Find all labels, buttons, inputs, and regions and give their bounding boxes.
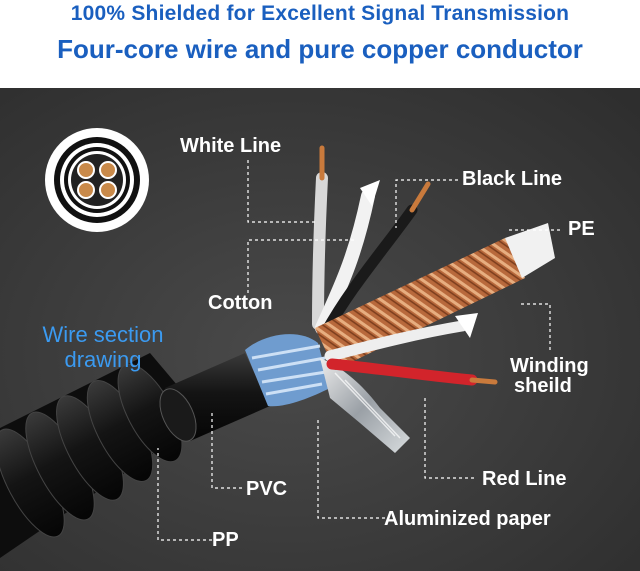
wire-section-label-line2: drawing: [64, 347, 142, 372]
label-white-line: White Line: [180, 135, 282, 157]
black-line-wire: [320, 181, 431, 338]
header: 100% Shielded for Excellent Signal Trans…: [0, 0, 640, 88]
label-pvc: PVC: [246, 478, 288, 500]
wire-section-label-line1: Wire section: [42, 322, 164, 347]
blue-foil: [245, 334, 330, 407]
headline-shielded: 100% Shielded for Excellent Signal Trans…: [70, 2, 570, 25]
label-winding-line2: sheild: [514, 375, 572, 397]
cable-graphic: [0, 88, 640, 571]
wire-section-drawing: [45, 128, 149, 232]
label-red-line: Red Line: [482, 468, 567, 490]
aluminized-paper: [320, 358, 410, 453]
label-aluminized-paper: Aluminized paper: [384, 508, 551, 530]
pvc-jacket: [159, 353, 270, 442]
cable-illustration: Wire section drawing White Line Black Li…: [0, 88, 640, 571]
label-pe: PE: [568, 218, 595, 240]
label-winding-line1: Winding: [510, 355, 589, 377]
red-line-wire: [326, 358, 498, 386]
white-line-wire: [312, 145, 328, 330]
pe-white-wire: [324, 313, 478, 362]
pp-corrugated-tube: [0, 353, 205, 558]
wire-section-label: Wire section drawing: [18, 322, 188, 372]
headline-four-core: Four-core wire and pure copper conductor: [57, 34, 583, 64]
leader-lines: [157, 160, 560, 541]
label-winding-shield: Winding sheild: [510, 356, 589, 396]
label-pp: PP: [212, 529, 239, 551]
label-black-line: Black Line: [462, 168, 563, 190]
cotton-filler: [315, 180, 380, 335]
label-cotton: Cotton: [208, 292, 273, 314]
winding-shield-braid: [315, 223, 555, 370]
